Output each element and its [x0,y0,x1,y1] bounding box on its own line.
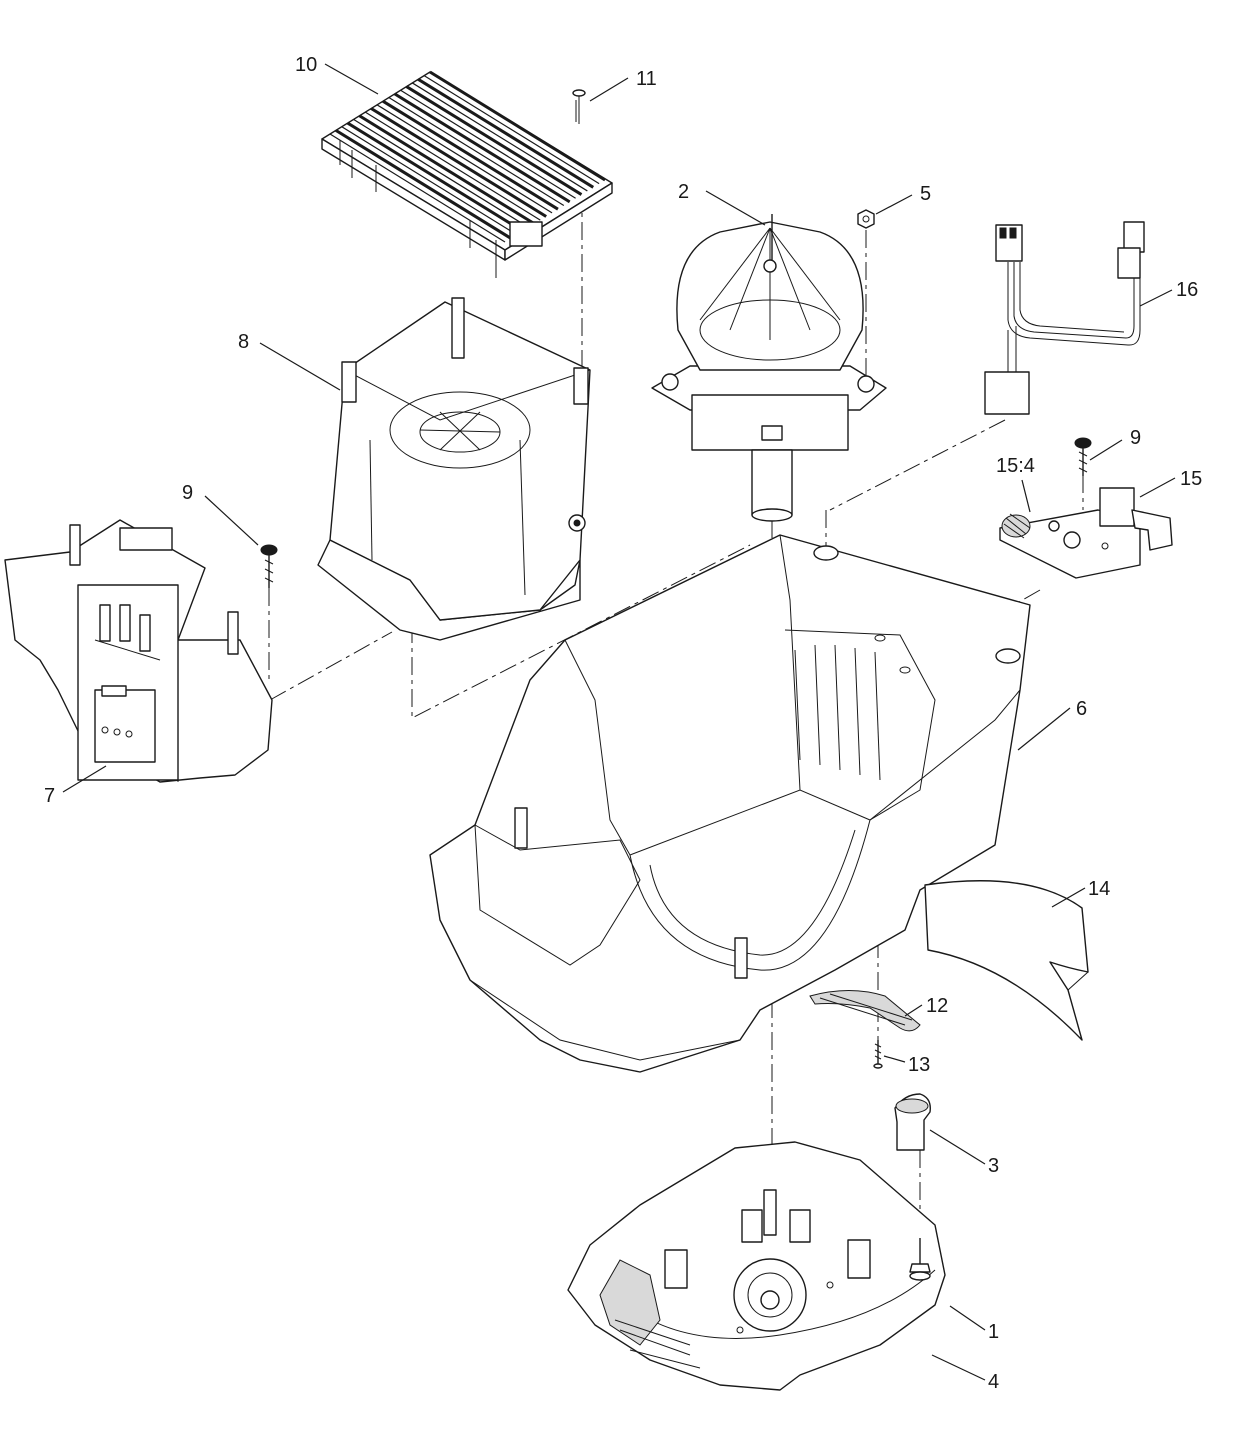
callout-8: 8 [238,331,249,353]
heat-sink-fin [346,121,524,233]
heat-sink-fin [405,85,583,196]
callout-9-left: 9 [182,482,193,504]
part-14-cover-strip [924,880,1089,1041]
part-6-main-housing [429,534,1031,1073]
callout-12: 12 [926,995,948,1017]
heat-sink-fin [382,99,559,211]
heat-sink-fin [412,82,588,192]
callout-11: 11 [636,68,657,90]
part-12-grille [809,990,921,1032]
heat-sink-fin [353,118,529,228]
callout-7: 7 [44,785,55,807]
callout-15-4: 15:4 [996,455,1035,477]
heat-sink-fin [358,114,536,226]
heat-sink-fin [364,111,541,221]
part-2-motor [651,214,887,522]
heat-sink-fin [400,89,576,199]
heat-sink-fin [370,107,547,218]
callout-1: 1 [988,1321,999,1343]
callout-4: 4 [988,1371,999,1393]
part-13-screw [873,1040,883,1069]
callout-14: 14 [1088,878,1110,900]
heat-sink-fin [341,126,518,236]
callout-15: 15 [1180,468,1202,490]
callout-6: 6 [1076,698,1087,720]
part-1-base [567,1141,946,1391]
part-3-knob [894,1093,931,1151]
callout-2: 2 [678,181,689,203]
callout-10: 10 [295,54,317,76]
part-7-control-module [4,519,273,783]
callout-13: 13 [908,1054,930,1076]
heat-sink-fin [329,133,506,243]
part-9-screw-right [1074,437,1092,476]
callout-5: 5 [920,183,931,205]
heat-sink-fin [423,75,600,185]
callout-9-right: 9 [1130,427,1141,449]
heat-sink-fin [335,129,512,240]
callout-3: 3 [988,1155,999,1177]
part-5-nut [857,209,875,229]
part-16-wire-harness [984,221,1145,415]
part-8-fan-housing [317,297,591,641]
heat-sink-fin [429,70,606,182]
part-4-bolt [909,1238,931,1281]
heat-sink-fin [376,104,553,214]
part-9-screw-left [260,544,278,588]
heat-sink-fin [393,92,571,204]
callout-labels: 10 11 2 5 16 8 9 9 15:4 15 7 6 14 12 13 … [44,54,1202,1393]
leader-lines [62,63,1176,1381]
callout-16: 16 [1176,279,1198,301]
heat-sink-fin [388,97,565,207]
part-10-heat-sink [321,70,613,278]
part-15-switch-bracket [999,487,1173,579]
part-11-screw [572,89,586,124]
heat-sink-fin [417,78,595,189]
part-15-4-spring [1001,513,1031,539]
